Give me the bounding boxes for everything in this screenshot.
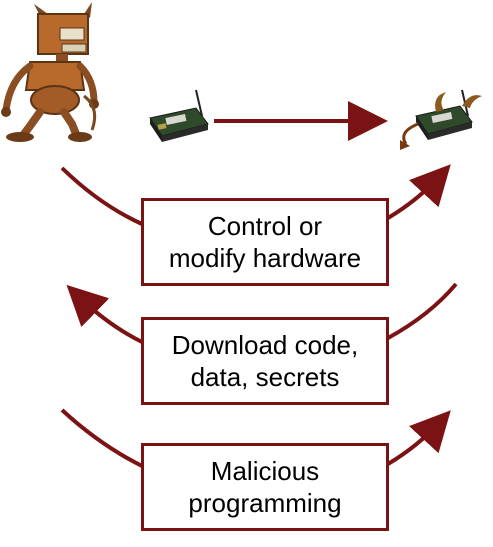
download-code-box: Download code, data, secrets (141, 317, 389, 405)
download-arrow-left (66, 284, 143, 344)
malicious-arrow-left (60, 408, 143, 468)
devil-horned-sensor-node-icon (400, 89, 482, 150)
control-box-line2: modify hardware (168, 243, 362, 273)
download-box-line2: data, secrets (190, 362, 340, 392)
control-box-line1: Control or (207, 211, 323, 241)
control-arrow-right (386, 164, 451, 220)
control-arrow-left (60, 166, 143, 226)
malicious-arrow-right (386, 410, 451, 466)
control-hardware-box: Control or modify hardware (141, 198, 389, 286)
malicious-box-line2: programming (188, 488, 342, 518)
devil-robot-icon (1, 2, 99, 142)
download-arrow-right (387, 282, 458, 340)
malicious-box-line1: Malicious (210, 456, 320, 486)
download-box-line1: Download code, (171, 330, 359, 360)
malicious-programming-box: Malicious programming (141, 443, 389, 531)
sensor-node-board-icon (149, 89, 209, 142)
